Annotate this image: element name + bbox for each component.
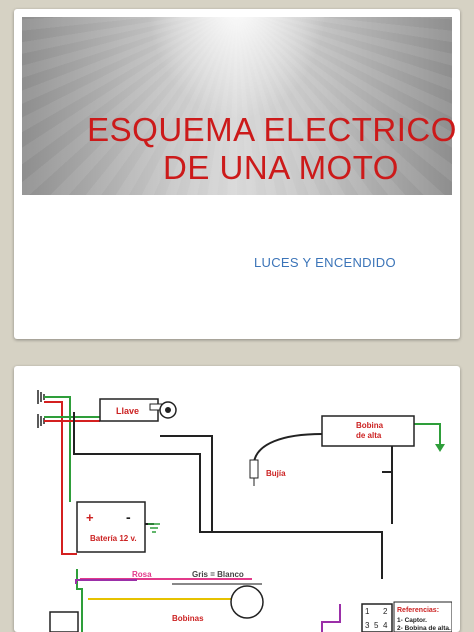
stator-icon <box>230 585 264 619</box>
cdi-pin-1: 1 <box>365 607 370 616</box>
cdi-pin-5: 5 <box>374 621 379 630</box>
cdi-pin-3: 3 <box>365 621 370 630</box>
ignition-coil-box <box>321 415 415 447</box>
slide-subtitle: LUCES Y ENCENDIDO <box>254 255 396 270</box>
battery-box <box>76 501 146 553</box>
wire-black-coil <box>382 432 393 524</box>
reference-2: 2- Bobina de alta. <box>397 625 451 632</box>
wire-green-coil <box>414 423 441 444</box>
battery-label: Batería 12 v. <box>90 534 137 543</box>
wire-red-battery <box>61 494 77 555</box>
coil-label-line1: Bobina <box>356 421 384 430</box>
wire-black-main <box>73 412 383 579</box>
spark-plug-icon <box>249 459 259 486</box>
key-label: Llave <box>116 406 139 416</box>
wire-spark <box>253 433 323 463</box>
ground-symbol-battery <box>148 523 160 533</box>
spark-plug-label: Bujía <box>266 469 286 478</box>
wiring-diagram: Llave Bobina de alta Bujía + - Batería 1… <box>37 390 452 632</box>
regulator-box <box>49 611 79 632</box>
stator-label: Bobinas <box>172 614 204 623</box>
white-wire-label: Gris = Blanco <box>192 570 244 579</box>
cdi-pin-2: 2 <box>383 607 388 616</box>
references-title: Referencias: <box>397 607 439 614</box>
wire-red-top <box>44 401 63 494</box>
wire-black-key <box>160 435 213 532</box>
ground-arrow-icon <box>435 444 445 452</box>
pink-wire-label: Rosa <box>132 570 152 579</box>
slide-title: ESQUEMA ELECTRICO DE UNA MOTO <box>14 111 460 187</box>
cdi-connector: 1 2 3 5 4 <box>361 603 393 632</box>
title-line-2: DE UNA MOTO <box>163 149 399 186</box>
wire-green-top <box>44 396 71 494</box>
cdi-pin-4: 4 <box>383 621 388 630</box>
battery-minus: - <box>126 509 131 525</box>
battery-plus: + <box>86 510 94 525</box>
key-icon <box>149 401 177 419</box>
references-box <box>393 601 452 632</box>
title-line-1: ESQUEMA ELECTRICO <box>87 111 457 148</box>
wire-purple <box>75 579 341 632</box>
title-slide[interactable]: ESQUEMA ELECTRICO DE UNA MOTO LUCES Y EN… <box>14 9 460 339</box>
diagram-slide[interactable]: Llave Bobina de alta Bujía + - Batería 1… <box>14 366 460 632</box>
title-banner <box>22 17 452 195</box>
coil-label-line2: de alta <box>356 431 382 440</box>
reference-1: 1- Captor. <box>397 617 427 624</box>
ground-symbol-top <box>37 390 45 428</box>
